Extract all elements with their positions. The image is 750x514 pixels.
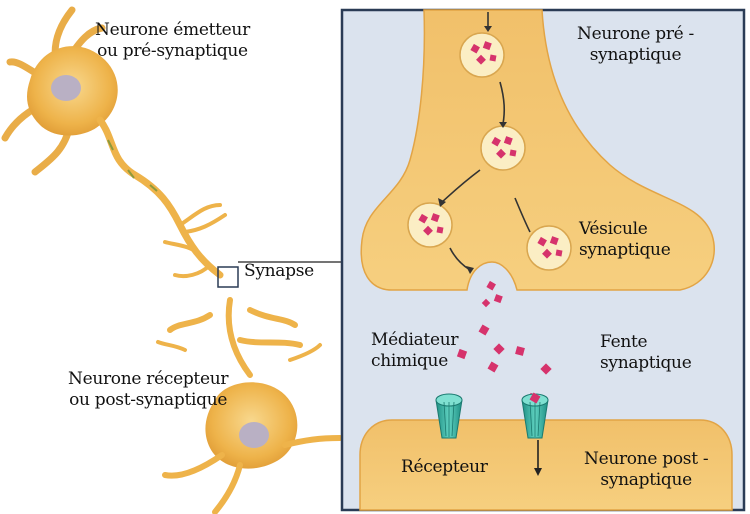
label-postsynaptic-neuron: Neurone post - synaptique <box>584 449 709 491</box>
nucleus-top <box>51 75 81 101</box>
label-cleft-line1: Fente <box>600 332 648 352</box>
vesicles <box>407 32 572 271</box>
postsynaptic-membrane <box>359 419 733 511</box>
label-vesicle-line2: synaptique <box>579 240 671 260</box>
label-mediator: Médiateur chimique <box>371 330 459 372</box>
label-post-line2: synaptique <box>600 470 692 490</box>
label-receiving-neuron: Neurone récepteur ou post-synaptique <box>68 369 228 411</box>
label-emitting-line2: ou pré-synaptique <box>97 41 248 61</box>
label-pre-line1: Neurone pré - <box>577 24 694 44</box>
label-receiving-line1: Neurone récepteur <box>68 369 229 389</box>
label-cleft: Fente synaptique <box>600 332 692 374</box>
zoom-panel <box>340 8 746 512</box>
label-emitting-line1: Neurone émetteur <box>95 20 250 40</box>
label-vesicle: Vésicule synaptique <box>579 219 671 261</box>
label-receiving-line2: ou post-synaptique <box>69 390 228 410</box>
label-emitting-neuron: Neurone émetteur ou pré-synaptique <box>95 20 250 62</box>
label-pre-line2: synaptique <box>589 45 682 65</box>
label-post-line1: Neurone post - <box>584 449 709 469</box>
label-synapse: Synapse <box>244 261 314 281</box>
label-receptor: Récepteur <box>401 457 488 477</box>
receptor-right <box>521 392 549 439</box>
label-presynaptic-neuron: Neurone pré - synaptique <box>577 24 694 66</box>
label-vesicle-line1: Vésicule <box>579 219 648 239</box>
nucleus-bottom <box>239 422 269 448</box>
label-cleft-line2: synaptique <box>600 353 692 373</box>
label-mediator-line2: chimique <box>371 351 448 371</box>
label-mediator-line1: Médiateur <box>371 330 459 350</box>
emitting-neuron <box>1 6 227 279</box>
synapse-marker <box>217 266 239 288</box>
receptor-left <box>435 393 463 439</box>
receiving-neuron <box>156 297 343 514</box>
